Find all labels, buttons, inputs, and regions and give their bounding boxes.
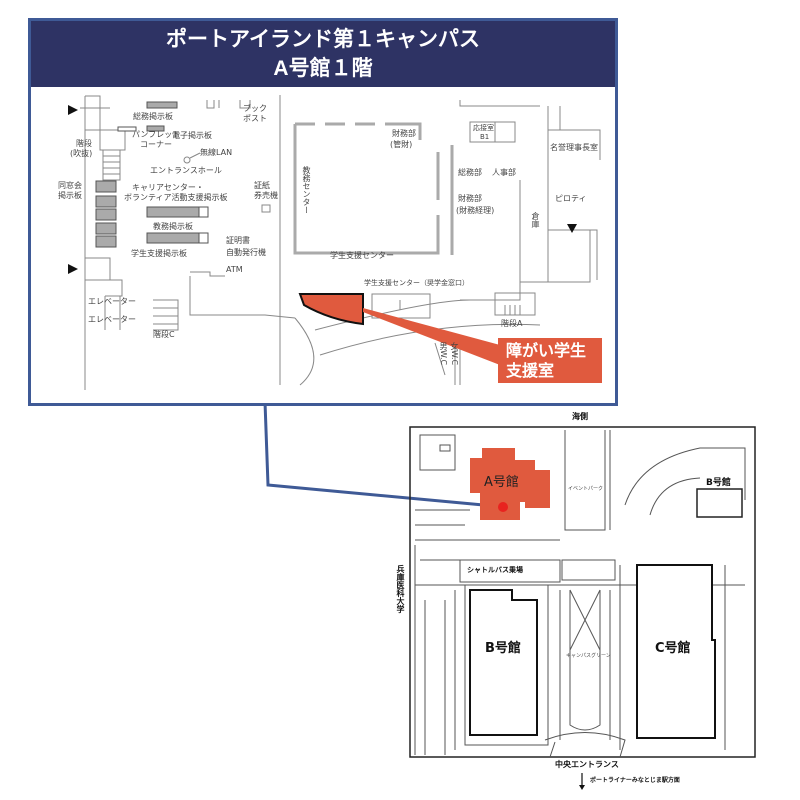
label-reception: 応接室 <box>473 124 494 132</box>
label-career-2: ボランティア活動支援掲示板 <box>124 193 228 202</box>
label-building-b-north: B号館 <box>706 478 731 488</box>
label-scholarship: 学生支援センター（奨学金窓口） <box>364 279 469 287</box>
label-ticket-2: 券売機 <box>254 191 278 200</box>
building-a-highlight <box>470 448 550 520</box>
label-ticket: 証紙 <box>254 181 270 190</box>
label-book-post: ブック <box>243 104 267 113</box>
label-alumni: 同窓会 <box>58 181 82 190</box>
label-student-board: 学生支援掲示板 <box>131 249 187 258</box>
label-chairman: 名誉理事長室 <box>550 143 598 152</box>
label-hyogo-medical: 兵庫医科大学 <box>396 565 405 613</box>
label-atm: ATM <box>226 265 243 274</box>
title-campus: ポートアイランド第１キャンパス <box>166 28 480 51</box>
callout-pointer <box>363 308 500 365</box>
label-e-board: 電子掲示板 <box>172 131 212 140</box>
title-floor: A号館１階 <box>273 57 373 80</box>
label-building-a: A号館 <box>484 475 519 490</box>
label-elevator-2: エレベーター <box>88 315 136 324</box>
callout-line1: 障がい学生 <box>506 341 587 360</box>
label-portliner: ポートライナーみなとじま駅方面 <box>590 777 680 784</box>
label-career: キャリアセンター・ <box>132 183 204 192</box>
label-event-park: イベントパーク <box>568 486 604 492</box>
label-finance-acct-2: (財務経理) <box>456 206 495 215</box>
label-stairs-a: 階段A <box>501 319 523 328</box>
callout-line2: 支援室 <box>506 361 555 380</box>
label-building-b: B号館 <box>485 641 521 656</box>
label-finance-acct: 財務部 <box>458 194 482 203</box>
label-wifi: 無線LAN <box>200 148 233 157</box>
label-certificate: 証明書 <box>226 236 250 245</box>
label-certificate-2: 自動発行機 <box>226 248 266 257</box>
accessibility-office-room <box>298 293 364 326</box>
label-sea-side: 海側 <box>572 412 588 421</box>
label-alumni-2: 掲示板 <box>58 191 82 200</box>
label-elevator-1: エレベーター <box>88 297 136 306</box>
label-building-c: C号館 <box>655 641 691 656</box>
label-reception-2: B1 <box>480 133 490 141</box>
label-wc-women: 女W.C <box>450 342 459 366</box>
accessibility-office-callout: 障がい学生 支援室 <box>498 338 602 383</box>
title-bar: ポートアイランド第１キャンパス A号館１階 <box>31 21 615 87</box>
label-piloti: ピロティ <box>555 194 587 203</box>
label-pamphlet: パンフレット <box>132 130 181 139</box>
label-central-entrance: 中央エントランス <box>555 760 619 769</box>
label-finance-assets-2: (管財) <box>390 140 413 149</box>
current-location-marker <box>498 502 508 512</box>
label-student-support-center: 学生支援センター <box>330 251 394 260</box>
label-hr: 人事部 <box>492 168 516 177</box>
label-storage: 倉庫 <box>531 212 540 228</box>
label-finance-assets: 財務部 <box>392 129 416 138</box>
label-academic-center: 教務センター <box>302 166 311 214</box>
label-academic-board: 教務掲示板 <box>153 222 193 231</box>
label-wc-men: 男W.C <box>439 342 448 366</box>
label-pamphlet-2: コーナー <box>140 140 172 149</box>
label-stairs-void: 階段 <box>76 139 92 148</box>
label-shuttle-bus: シャトルバス乗場 <box>467 566 523 574</box>
label-general-affairs: 総務部 <box>458 168 482 177</box>
label-campus-green: キャンパスグリーン <box>566 653 611 659</box>
label-soumu-board: 総務掲示板 <box>133 112 173 121</box>
label-book-post-2: ポスト <box>243 114 267 123</box>
label-entrance-hall: エントランスホール <box>150 166 222 175</box>
label-stairs-c: 階段C <box>153 330 175 339</box>
label-stairs-void-2: (吹抜) <box>70 149 93 158</box>
